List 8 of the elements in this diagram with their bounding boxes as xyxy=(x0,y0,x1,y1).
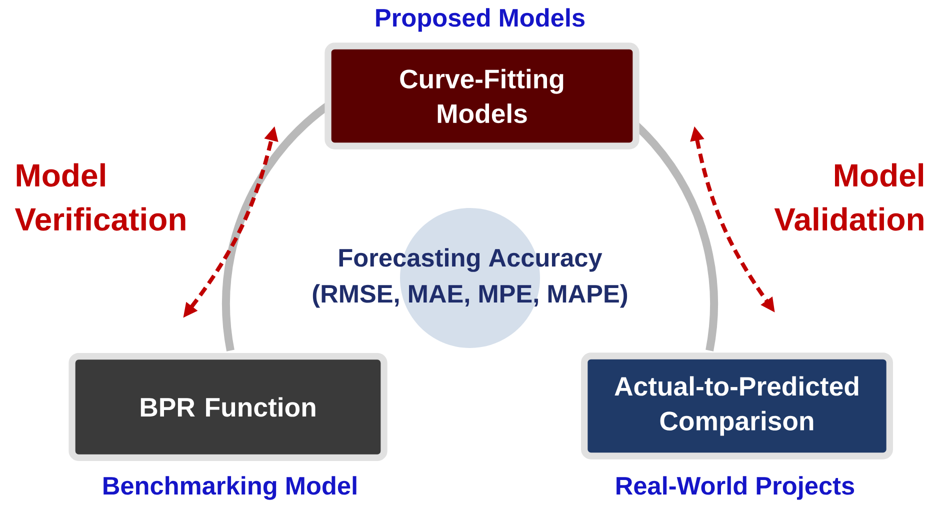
node-caption: Benchmarking Model xyxy=(104,476,356,500)
edge-label: Model Verification xyxy=(14,163,186,231)
process-box: BPR Function xyxy=(68,353,388,461)
process-box: Actual-to-Predicted Comparison xyxy=(581,352,893,460)
process-box: Curve-Fitting Models xyxy=(324,42,640,150)
node-caption: Proposed Models xyxy=(376,8,585,32)
node-caption: Real-World Projects xyxy=(616,476,854,500)
edge-label: Model Validation xyxy=(774,163,924,231)
